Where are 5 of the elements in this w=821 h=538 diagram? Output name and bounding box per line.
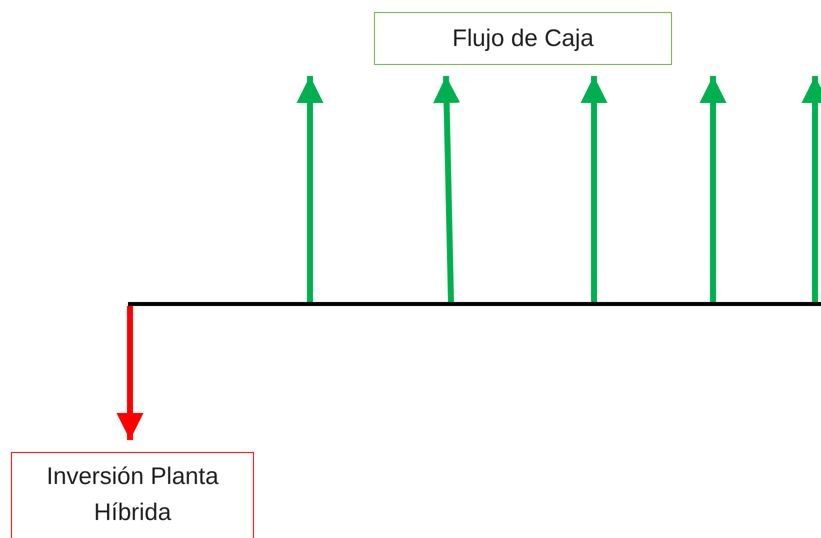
label-box: [11, 452, 254, 538]
node-label: Flujo de Caja: [452, 24, 594, 54]
label-box: [374, 12, 672, 65]
node-label: Inversión Planta Híbrida: [45, 462, 220, 528]
arrow: [116, 306, 144, 440]
